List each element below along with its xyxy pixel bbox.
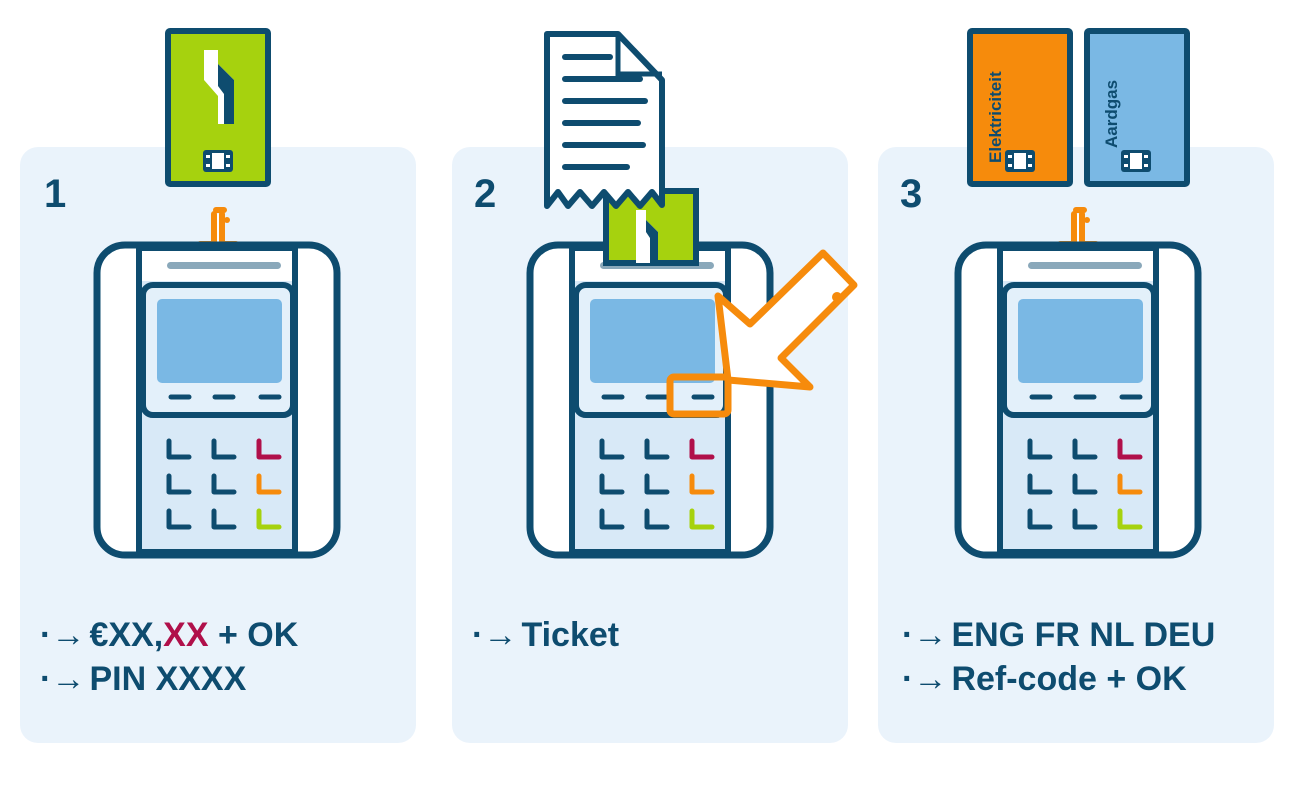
step-1-number: 1 xyxy=(44,172,67,216)
arrow-right-icon: ·→ xyxy=(902,616,948,654)
arrow-right-icon: ·→ xyxy=(40,660,86,698)
step-3-number: 3 xyxy=(900,172,923,216)
step-3-payment-terminal xyxy=(958,245,1198,555)
chip-icon xyxy=(1121,150,1151,172)
step-1-line-pin: ·→ PIN XXXX xyxy=(40,657,298,701)
step-3-line-language: ·→ ENG FR NL DEU xyxy=(902,613,1215,657)
arrow-right-icon: ·→ xyxy=(472,616,518,654)
step-2-instructions: ·→ Ticket xyxy=(472,613,619,657)
arrow-right-icon: ·→ xyxy=(902,660,948,698)
step-2-payment-terminal xyxy=(530,245,770,555)
step-1-bank-card xyxy=(165,28,271,187)
gas-card: Aardgas xyxy=(1084,28,1190,187)
step-2-number: 2 xyxy=(474,172,497,216)
electricity-card-label: Elektriciteit xyxy=(986,71,1005,163)
step-1-line-amount: ·→ €XX,XX + OK xyxy=(40,613,298,657)
step-2-line-ticket: ·→ Ticket xyxy=(472,613,619,657)
chip-icon xyxy=(1005,150,1035,172)
gas-card-label: Aardgas xyxy=(1102,80,1121,148)
step-3-line-refcode: ·→ Ref-code + OK xyxy=(902,657,1215,701)
receipt-icon xyxy=(544,31,665,209)
step-3-instructions: ·→ ENG FR NL DEU ·→ Ref-code + OK xyxy=(902,613,1215,701)
chip-icon xyxy=(203,150,233,172)
step-1-instructions: ·→ €XX,XX + OK ·→ PIN XXXX xyxy=(40,613,298,701)
arrow-right-icon: ·→ xyxy=(40,616,86,654)
step-1-payment-terminal xyxy=(97,245,337,555)
electricity-card: Elektriciteit xyxy=(967,28,1073,187)
step-2-pointer-arrow-icon xyxy=(666,249,858,418)
amount-cents-highlight: XX xyxy=(163,616,209,654)
